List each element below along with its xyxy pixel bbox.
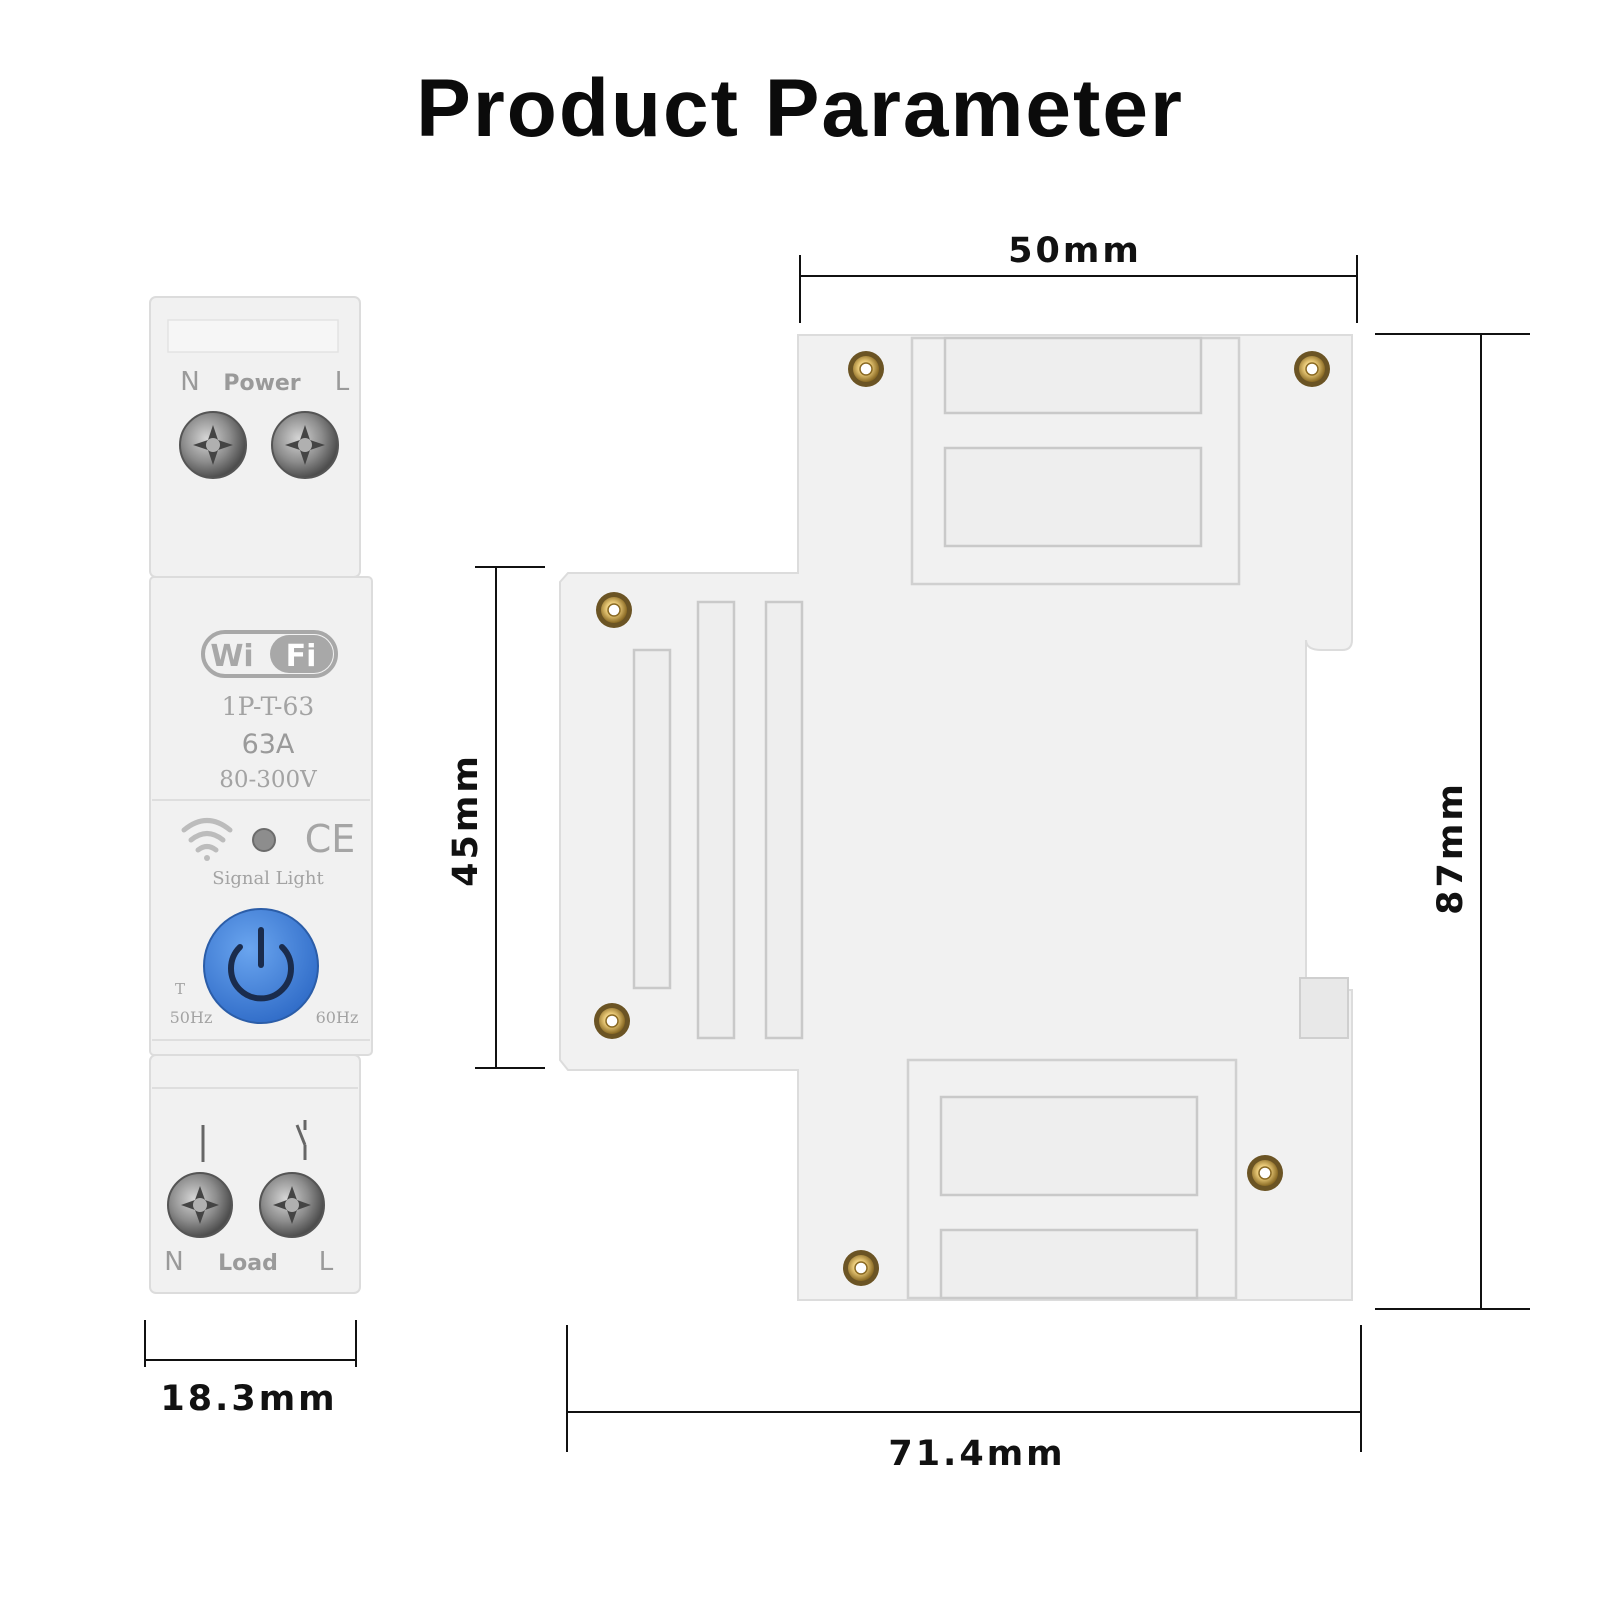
side-view-device [559,334,1353,1301]
top-vent-panel [943,336,1203,415]
voltage-label: 80-300V [219,767,317,793]
load-label: Load [218,1251,278,1276]
rivet-icon [594,1003,630,1039]
bottom-label-l: L [319,1247,334,1277]
current-label: 63A [242,729,295,760]
freq-60hz-label: 60Hz [316,1008,359,1027]
rivet-icon [848,351,884,387]
svg-text:Fi: Fi [286,639,317,674]
power-label: Power [223,371,300,396]
front-view-device: N Power L Wi Fi 1P-T-63 63A 80-300V [149,296,373,1294]
dimension-depth: 71.4mm [566,1325,1362,1474]
power-icon [228,927,294,1002]
din-clip [1299,977,1349,1039]
dimension-width-side-label: 50mm [1008,231,1142,271]
wifi-signal-icon [181,818,233,861]
dimension-front-width-label: 18.3mm [160,1379,337,1419]
screw-terminal-icon [259,1172,325,1238]
rivet-icon [1247,1155,1283,1191]
dimension-depth-label: 71.4mm [888,1434,1065,1474]
top-vent-panel [943,446,1203,548]
rail-groove [764,600,804,1040]
svg-text:Wi: Wi [210,639,253,674]
screw-terminal-icon [167,1172,233,1238]
screw-terminal-icon [179,411,247,479]
switch-symbol-icon [201,1120,307,1162]
dimension-width-side: 50mm [799,231,1358,323]
signal-light-led [252,828,276,852]
bottom-vent-panel [939,1228,1199,1300]
page-title: Product Parameter [416,63,1184,154]
power-button[interactable] [203,908,319,1024]
bottom-vent-panel [939,1095,1199,1197]
dimension-height: 87mm [1375,333,1530,1310]
screw-terminal-icon [271,411,339,479]
wifi-logo: Wi Fi [201,630,338,678]
dimension-front-width: 18.3mm [144,1320,357,1419]
rail-groove [696,600,736,1040]
ce-mark: CE [305,817,356,861]
t-label: T [175,980,185,998]
top-label-l: L [335,367,350,397]
dimension-rail-height: 45mm [446,566,545,1069]
dimension-height-label: 87mm [1431,781,1471,915]
bottom-label-n: N [164,1247,183,1277]
rivet-icon [596,592,632,628]
rail-groove [632,648,672,990]
model-label: 1P-T-63 [222,692,315,721]
dimension-rail-height-label: 45mm [446,753,486,887]
freq-50hz-label: 50Hz [170,1008,213,1027]
rivet-icon [1294,351,1330,387]
top-label-n: N [180,367,199,397]
signal-light-label: Signal Light [212,868,324,889]
rivet-icon [843,1250,879,1286]
